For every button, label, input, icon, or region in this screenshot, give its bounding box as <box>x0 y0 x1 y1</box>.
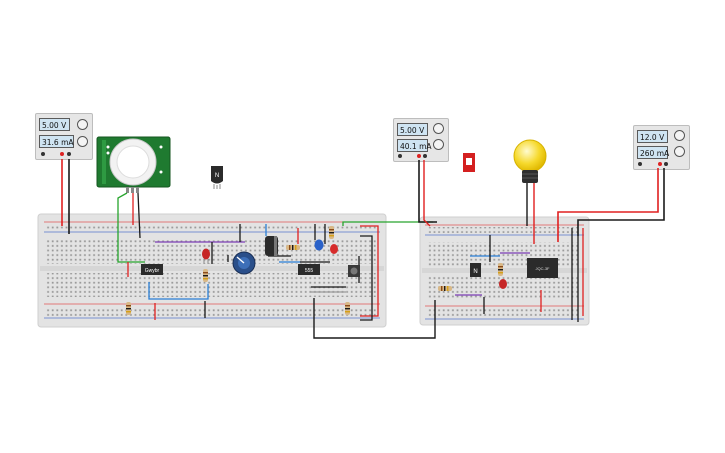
led-red-mid[interactable] <box>330 244 338 254</box>
psu3-voltage-display: 12.0 V <box>637 130 668 143</box>
psu2-terminal-neg[interactable] <box>398 154 402 158</box>
transistor-right[interactable]: N <box>470 263 481 277</box>
psu3-terminal-pos[interactable] <box>658 162 662 166</box>
psu1-voltage-knob[interactable] <box>77 119 88 130</box>
psu2-terminal-gnd[interactable] <box>423 154 427 158</box>
resistor-3[interactable] <box>286 245 300 250</box>
psu2-voltage-knob[interactable] <box>433 123 444 134</box>
relay-label: JQC-3F <box>536 266 551 271</box>
breadboard-right[interactable] <box>419 216 590 326</box>
pushbutton[interactable] <box>348 265 360 277</box>
slide-switch[interactable] <box>463 153 475 172</box>
psu1-terminal-pos[interactable] <box>60 152 64 156</box>
psu1-current-knob[interactable] <box>77 136 88 147</box>
resistor-2[interactable] <box>203 269 208 282</box>
psu3-terminal-gnd[interactable] <box>664 162 668 166</box>
resistor-5[interactable] <box>345 302 350 315</box>
ic-555[interactable]: 555 <box>298 264 320 275</box>
psu3-current-display: 260 mA <box>637 146 669 159</box>
transistor-right-label: N <box>473 269 477 275</box>
resistor-4[interactable] <box>329 226 334 239</box>
psu2-current-knob[interactable] <box>433 139 444 150</box>
ic-555-label: 555 <box>305 268 314 274</box>
psu1-voltage-display: 5.00 V <box>39 118 70 131</box>
power-supply-2[interactable]: 5.00 V 40.1 mA <box>393 118 449 162</box>
psu1-current-display: 31.6 mA <box>39 135 74 148</box>
potentiometer[interactable] <box>232 251 256 275</box>
psu3-voltage-knob[interactable] <box>674 130 685 141</box>
psu1-terminal-gnd[interactable] <box>67 152 71 156</box>
transistor-free[interactable]: N <box>211 166 223 189</box>
psu1-terminal-neg[interactable] <box>41 152 45 156</box>
resistor-6[interactable] <box>498 263 503 276</box>
power-supply-3[interactable]: 12.0 V 260 mA <box>633 125 690 170</box>
psu2-terminal-pos[interactable] <box>417 154 421 158</box>
ic-left-label: Gwybr <box>145 268 160 274</box>
pir-sensor[interactable] <box>96 136 171 193</box>
transistor-free-label: N <box>215 173 219 179</box>
capacitor-electrolytic[interactable] <box>265 236 278 256</box>
psu2-current-display: 40.1 mA <box>397 139 432 152</box>
wires[interactable] <box>61 159 665 339</box>
psu3-terminal-neg[interactable] <box>638 162 642 166</box>
power-supply-1[interactable]: 5.00 V 31.6 mA <box>35 113 93 160</box>
led-red-left[interactable] <box>202 248 210 265</box>
resistor-1[interactable] <box>126 302 131 315</box>
ic-left[interactable]: Gwybr <box>141 264 163 275</box>
relay[interactable]: JQC-3F <box>527 258 558 278</box>
psu3-current-knob[interactable] <box>674 146 685 157</box>
light-bulb[interactable] <box>513 139 547 183</box>
led-red-right[interactable] <box>499 279 507 289</box>
resistor-7[interactable] <box>438 286 452 291</box>
led-blue[interactable] <box>314 239 324 251</box>
breadboard-left[interactable] <box>37 213 387 328</box>
psu2-voltage-display: 5.00 V <box>397 123 428 136</box>
